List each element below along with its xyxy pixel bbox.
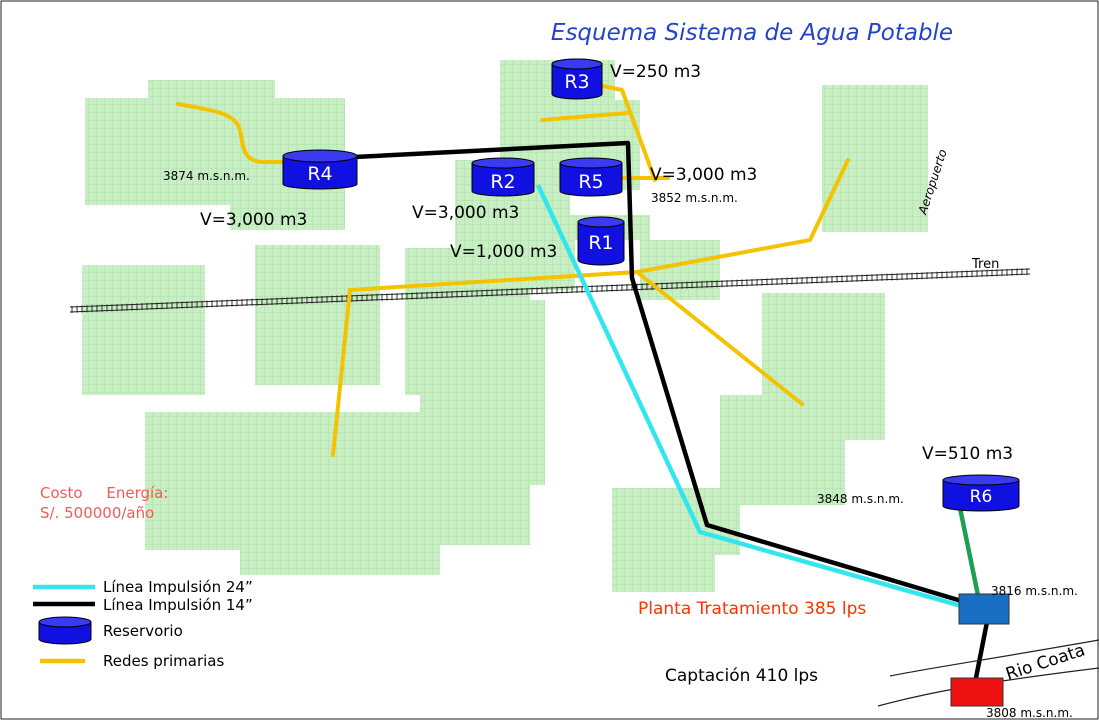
volume-r1: V=1,000 m3 (450, 242, 557, 262)
tren-label: Tren (971, 257, 999, 272)
urban-areas (82, 60, 928, 592)
legend-label-redes: Redes primarias (103, 652, 224, 670)
reservoir-r5[interactable]: R5 (559, 157, 623, 197)
urban-block-south (145, 412, 545, 575)
planta-tratamiento-label: Planta Tratamiento 385 lps (638, 599, 866, 619)
urban-block-center-mid (405, 248, 545, 440)
legend-swatch-reservoir (38, 616, 92, 645)
reservoir-r2-label: R2 (490, 171, 515, 193)
reservoir-r1-label: R1 (588, 232, 613, 254)
reservoir-r3-label: R3 (564, 71, 589, 93)
diagram-title: Esquema Sistema de Agua Potable (551, 20, 953, 46)
elevation-captacion: 3808 m.s.n.m. (986, 706, 1073, 720)
urban-block-east-lower (720, 395, 845, 505)
urban-block-west (82, 265, 205, 395)
reservoir-r6-label: R6 (970, 487, 993, 507)
volume-r4: V=3,000 m3 (200, 210, 307, 230)
costo-energia-line2: S/. 500000/año (40, 504, 154, 522)
reservoir-r6[interactable]: R6 (942, 474, 1020, 512)
impulsion-line-24 (535, 184, 966, 610)
elevation-r5: 3852 m.s.n.m. (651, 191, 738, 205)
reservoir-r4-label: R4 (307, 163, 332, 185)
redes-line-southeast (635, 270, 804, 406)
legend-label-reservoir: Reservorio (103, 622, 183, 640)
urban-block-northwest (85, 80, 345, 230)
urban-block-south-east (612, 488, 740, 592)
reservoir-r1[interactable]: R1 (577, 216, 625, 266)
volume-r3: V=250 m3 (610, 62, 701, 82)
volume-r5: V=3,000 m3 (650, 165, 757, 185)
redes-line-r3-branch (540, 111, 630, 122)
primary-networks (176, 84, 850, 457)
elevation-planta: 3816 m.s.n.m. (991, 584, 1078, 598)
urban-block-north (500, 60, 640, 190)
redes-line-r4 (176, 102, 287, 164)
elevation-r4: 3874 m.s.n.m. (163, 169, 250, 183)
railway-line (69, 268, 1031, 313)
captacion-box[interactable] (950, 677, 1004, 707)
legend-label-pipe24: Línea Impulsión 24” (103, 578, 253, 596)
reservoir-r4[interactable]: R4 (282, 149, 358, 190)
impulsion-line-14 (354, 140, 986, 611)
r6-link-line (957, 507, 983, 606)
captacion-link-line (972, 621, 990, 684)
redes-line-west (331, 288, 352, 457)
costo-energia-line1: Costo Energía: (40, 484, 168, 502)
urban-block-airport (822, 85, 928, 232)
reservoir-r3[interactable]: R3 (551, 58, 603, 100)
volume-r2: V=3,000 m3 (412, 203, 519, 223)
redes-line-r3 (601, 84, 657, 182)
reservoir-r2[interactable]: R2 (471, 157, 535, 197)
reservoir-r5-label: R5 (578, 171, 603, 193)
planta-tratamiento-box[interactable] (958, 593, 1010, 625)
captacion-label: Captación 410 lps (665, 666, 818, 686)
volume-r6: V=510 m3 (922, 444, 1013, 464)
elevation-r6: 3848 m.s.n.m. (817, 492, 904, 506)
redes-line-main (348, 158, 850, 292)
urban-block-west-center (255, 245, 380, 385)
legend-label-pipe14: Línea Impulsión 14” (103, 596, 253, 614)
legend: Línea Impulsión 24” Línea Impulsión 14” … (33, 578, 253, 670)
